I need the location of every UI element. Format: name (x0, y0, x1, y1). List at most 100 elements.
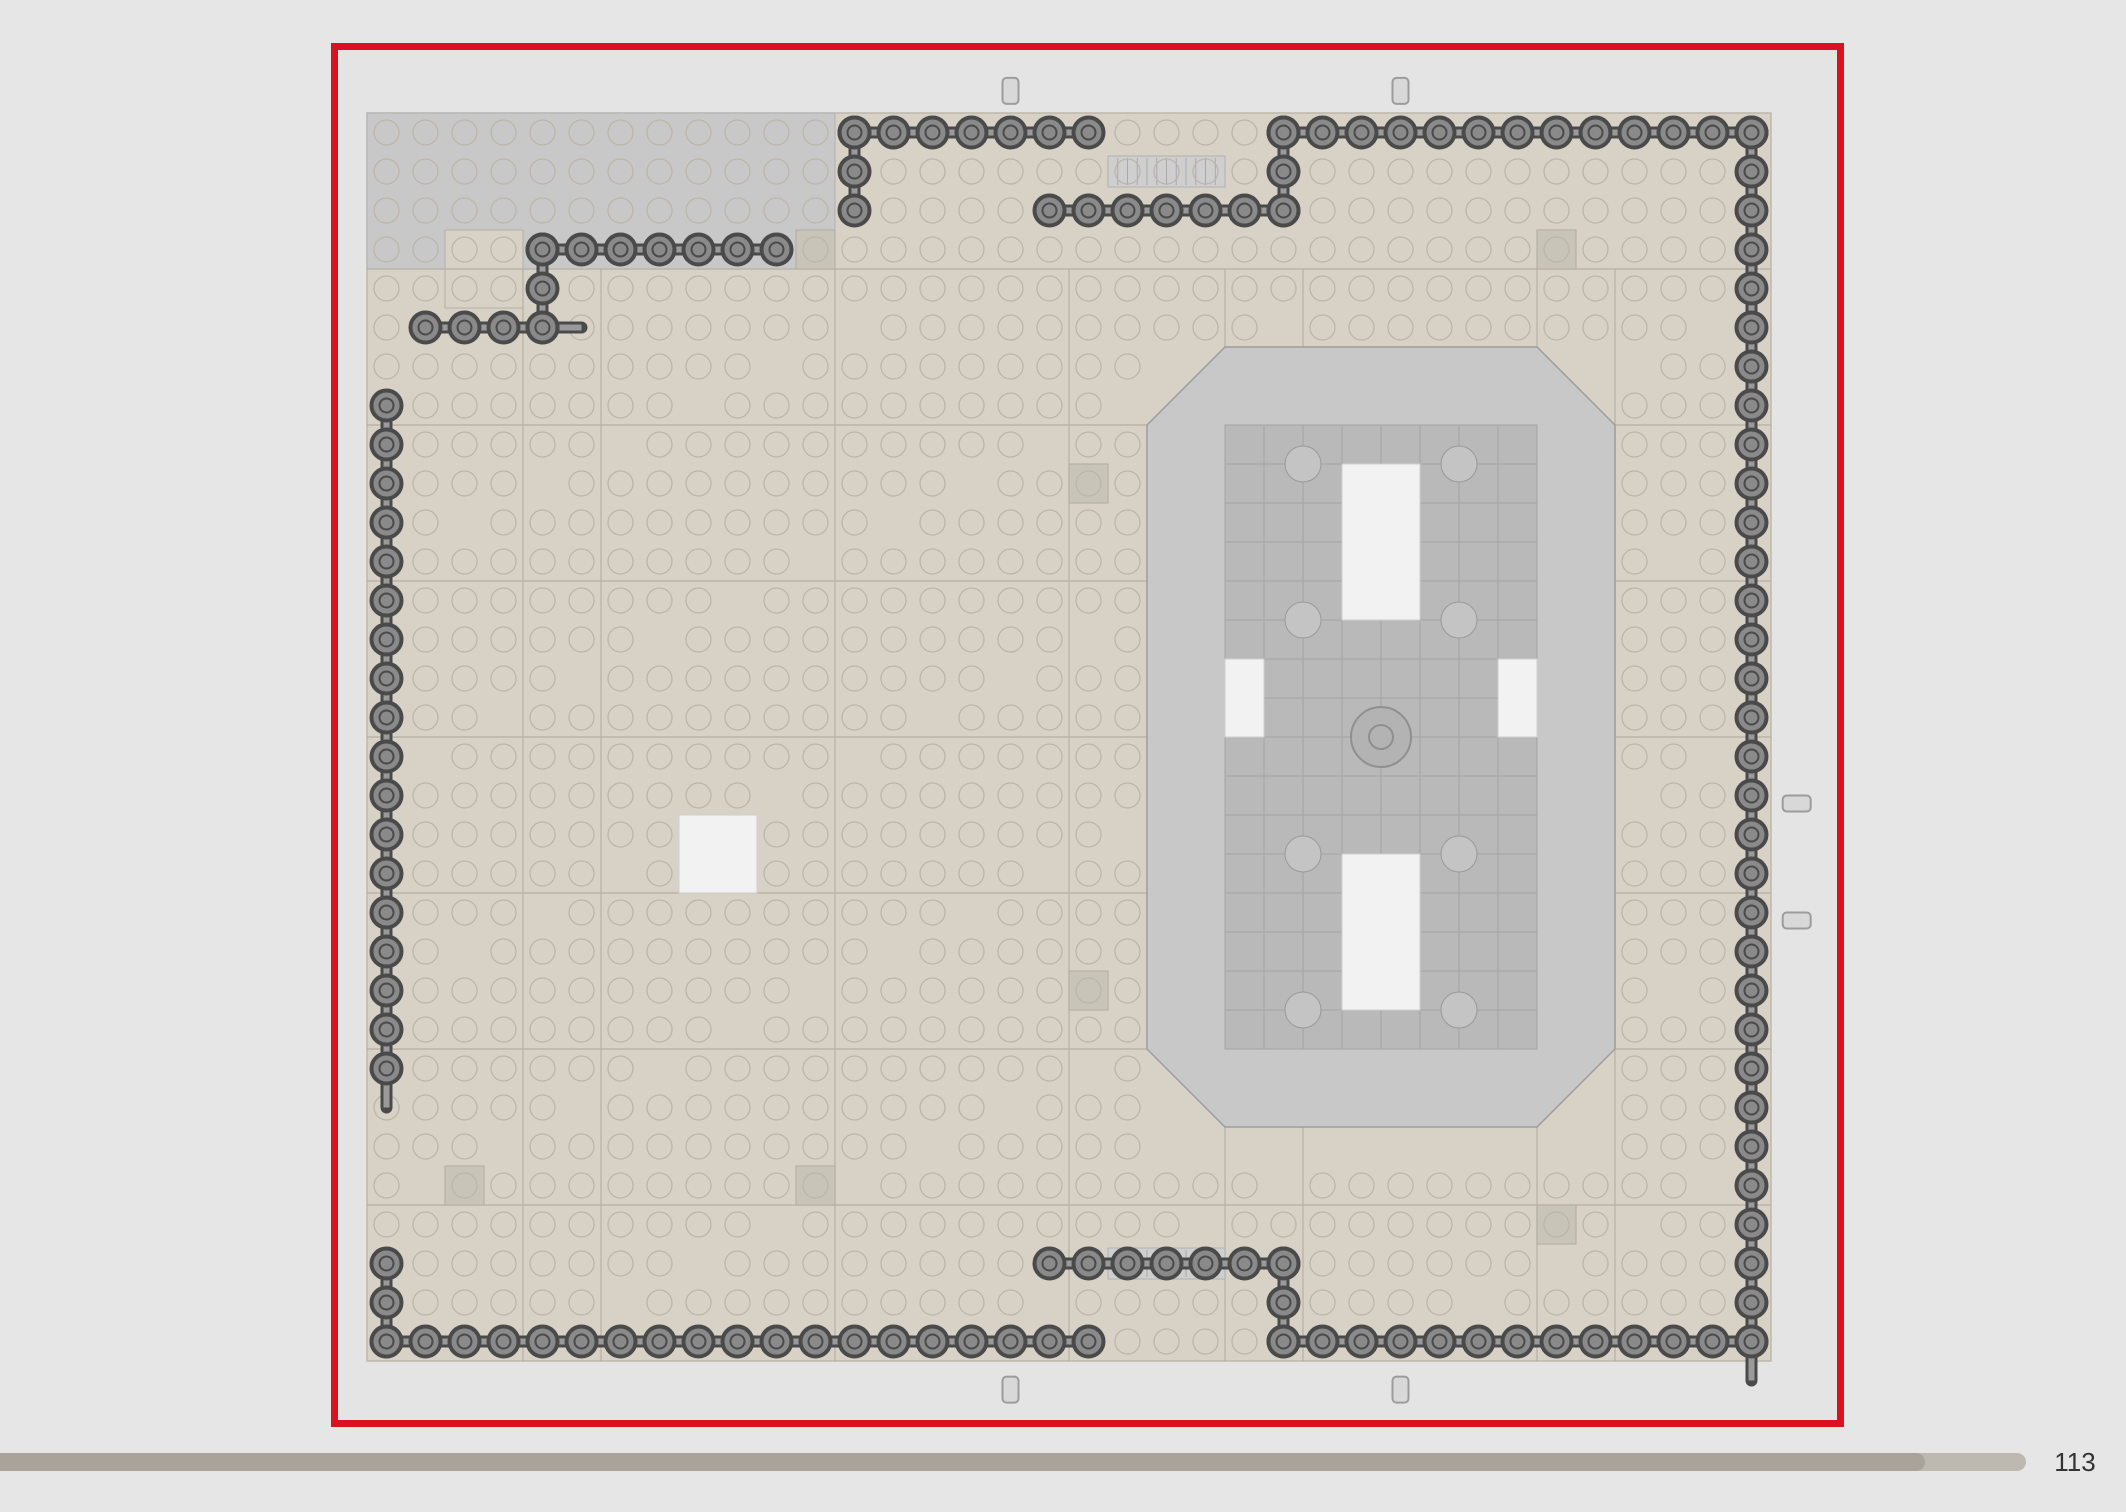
stud (1699, 353, 1726, 380)
stud (802, 158, 829, 185)
stud (607, 509, 634, 536)
fence-link (1734, 1285, 1769, 1320)
stud (646, 119, 673, 146)
stud (568, 821, 595, 848)
stud (763, 665, 790, 692)
stud (919, 392, 946, 419)
stud (724, 1211, 751, 1238)
stud (490, 821, 517, 848)
stud (997, 158, 1024, 185)
stud (841, 1133, 868, 1160)
stud (529, 1172, 556, 1199)
stud (1192, 236, 1219, 263)
fence-link (1188, 193, 1223, 228)
stud (841, 353, 868, 380)
stud (802, 1094, 829, 1121)
stud (646, 1250, 673, 1277)
fence-link (1266, 193, 1301, 228)
stud (997, 314, 1024, 341)
stud (919, 314, 946, 341)
stud (997, 743, 1024, 770)
fence-link (369, 583, 404, 618)
stud (724, 899, 751, 926)
fence-link (993, 1324, 1028, 1359)
stud (919, 353, 946, 380)
stud (880, 548, 907, 575)
stud (685, 704, 712, 731)
stud (1231, 236, 1258, 263)
stud (919, 782, 946, 809)
fence-link (1734, 154, 1769, 189)
stud (490, 587, 517, 614)
stud (919, 743, 946, 770)
stud (919, 509, 946, 536)
stud (880, 314, 907, 341)
fence-link (369, 856, 404, 891)
stud (880, 1133, 907, 1160)
stud (802, 314, 829, 341)
fence-link (369, 1012, 404, 1047)
stud (841, 665, 868, 692)
stud (997, 392, 1024, 419)
stud (1036, 353, 1063, 380)
stud (1075, 392, 1102, 419)
stud (451, 899, 478, 926)
stud (1270, 275, 1297, 302)
stud (763, 821, 790, 848)
stud (880, 431, 907, 458)
stud (529, 938, 556, 965)
stud (412, 626, 439, 653)
stud (568, 899, 595, 926)
stud (646, 860, 673, 887)
stud (1699, 821, 1726, 848)
stud (1114, 158, 1141, 185)
stud (529, 665, 556, 692)
fence-link (369, 973, 404, 1008)
stud (1153, 1328, 1180, 1355)
round-tile (1440, 445, 1478, 483)
fence-link (525, 1324, 560, 1359)
stud (1036, 977, 1063, 1004)
fence-link (525, 271, 560, 306)
stud (607, 392, 634, 419)
stud (958, 1094, 985, 1121)
stud (646, 899, 673, 926)
stud (1036, 314, 1063, 341)
fence-link (408, 310, 443, 345)
fence-link (1617, 1324, 1652, 1359)
fence-link (1656, 1324, 1691, 1359)
stud (1426, 197, 1453, 224)
stud (1465, 158, 1492, 185)
stud (802, 665, 829, 692)
stud (919, 548, 946, 575)
stud (1660, 899, 1687, 926)
fence-link (993, 115, 1028, 150)
fence-link (1734, 115, 1769, 150)
fence-link (1734, 1324, 1769, 1359)
stud (1114, 1016, 1141, 1043)
stud (958, 938, 985, 965)
stud (373, 353, 400, 380)
stud (568, 860, 595, 887)
stud (451, 548, 478, 575)
stud (841, 509, 868, 536)
fence-link (1110, 193, 1145, 228)
stud (958, 509, 985, 536)
stud (646, 743, 673, 770)
stud (373, 1133, 400, 1160)
stud (1660, 626, 1687, 653)
stud (451, 158, 478, 185)
stud (802, 587, 829, 614)
stud (1348, 1172, 1375, 1199)
stud (490, 431, 517, 458)
stud (1699, 431, 1726, 458)
stud (763, 899, 790, 926)
fence-link (1305, 115, 1340, 150)
stud (451, 353, 478, 380)
stud (1387, 275, 1414, 302)
stud (529, 197, 556, 224)
stud (685, 314, 712, 341)
stud (1192, 158, 1219, 185)
stud (1543, 236, 1570, 263)
stud (919, 977, 946, 1004)
